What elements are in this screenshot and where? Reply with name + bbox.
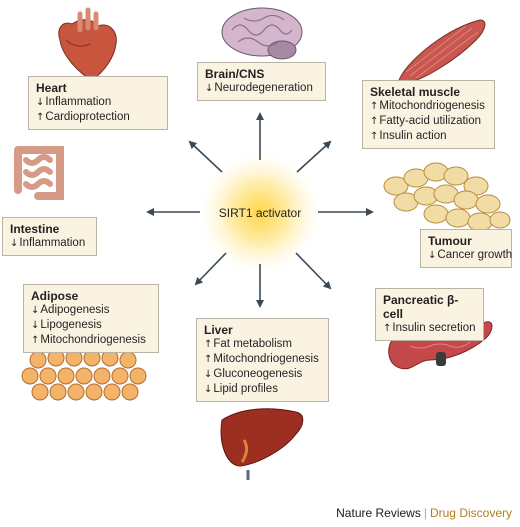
muscle-fibre-icon <box>398 19 486 85</box>
increase-arrow-icon: ↑ <box>370 116 379 127</box>
box-title: Pancreatic β-cell <box>383 293 459 321</box>
effect-line: ↑Mitochondriogenesis <box>370 99 488 114</box>
tumour-box: Tumour↓Cancer growth <box>420 229 512 268</box>
credit-separator: | <box>423 506 427 520</box>
effect-text: Lipid profiles <box>213 383 278 395</box>
effect-text: Inflammation <box>45 96 112 108</box>
liver-box: Liver↑Fat metabolism↑Mitochondriogenesis… <box>196 318 329 402</box>
increase-arrow-icon: ↑ <box>204 354 213 365</box>
effect-text: Fat metabolism <box>213 338 292 350</box>
effect-text: Mitochondriogenesis <box>213 353 319 365</box>
liver-icon <box>220 408 304 480</box>
increase-arrow-icon: ↑ <box>204 339 213 350</box>
brain-icon <box>221 7 303 60</box>
effect-line: ↑Mitochondriogenesis <box>204 352 322 367</box>
decrease-arrow-icon: ↓ <box>204 384 213 395</box>
heart-box: Heart↓Inflammation↑Cardioprotection <box>28 76 168 130</box>
fat-cells-icon <box>21 349 147 401</box>
increase-arrow-icon: ↑ <box>370 101 379 112</box>
effect-line: ↑Insulin action <box>370 129 488 144</box>
decrease-arrow-icon: ↓ <box>36 97 45 108</box>
credit-journal: Drug Discovery <box>429 506 512 520</box>
effect-text: Cancer growth <box>437 249 513 261</box>
box-title: Tumour <box>428 234 472 248</box>
center-glow <box>198 151 322 275</box>
box-title: Heart <box>36 81 67 95</box>
intestine-icon <box>14 146 64 200</box>
decrease-arrow-icon: ↓ <box>428 250 437 261</box>
effect-text: Insulin secretion <box>392 322 476 334</box>
effect-text: Lipogenesis <box>40 319 102 331</box>
arrow-to-heart <box>188 140 223 173</box>
decrease-arrow-icon: ↓ <box>204 369 213 380</box>
center-label: SIRT1 activator <box>218 206 302 220</box>
box-title: Skeletal muscle <box>370 85 461 99</box>
brain-box: Brain/CNS↓Neurodegeneration <box>197 62 326 101</box>
effect-line: ↑Insulin secretion <box>383 321 477 336</box>
decrease-arrow-icon: ↓ <box>10 238 19 249</box>
effect-line: ↑Cardioprotection <box>36 110 161 125</box>
effect-text: Gluconeogenesis <box>213 368 303 380</box>
journal-credit: Nature Reviews|Drug Discovery <box>336 506 512 520</box>
effect-line: ↓Inflammation <box>10 236 90 251</box>
effect-line: ↓Adipogenesis <box>31 303 152 318</box>
effect-line: ↓Lipid profiles <box>204 382 322 397</box>
box-title: Brain/CNS <box>205 67 265 81</box>
effect-line: ↑Mitochondriogenesis <box>31 333 152 348</box>
tumour-cells-icon <box>383 162 511 232</box>
effect-line: ↑Fat metabolism <box>204 337 322 352</box>
box-title: Liver <box>204 323 233 337</box>
effect-line: ↓Inflammation <box>36 95 161 110</box>
effect-text: Adipogenesis <box>40 304 110 316</box>
effect-line: ↓Neurodegeneration <box>205 81 319 96</box>
box-title: Adipose <box>31 289 79 303</box>
increase-arrow-icon: ↑ <box>370 131 379 142</box>
effect-text: Fatty-acid utilization <box>379 115 482 127</box>
increase-arrow-icon: ↑ <box>383 323 392 334</box>
pancreas-box: Pancreatic β-cell↑Insulin secretion <box>375 288 484 341</box>
arrow-to-pancreas <box>295 252 332 290</box>
adipose-box: Adipose↓Adipogenesis↓Lipogenesis↑Mitocho… <box>23 284 159 353</box>
arrow-to-adipose <box>194 252 227 286</box>
decrease-arrow-icon: ↓ <box>31 305 40 316</box>
increase-arrow-icon: ↑ <box>31 335 40 346</box>
increase-arrow-icon: ↑ <box>36 112 45 123</box>
heart-organ-icon <box>58 7 117 81</box>
effect-line: ↓Cancer growth <box>428 248 512 263</box>
effect-line: ↓Lipogenesis <box>31 318 152 333</box>
decrease-arrow-icon: ↓ <box>31 320 40 331</box>
effect-text: Cardioprotection <box>45 111 130 123</box>
box-title: Intestine <box>10 222 60 236</box>
arrow-to-muscle <box>296 140 332 173</box>
decrease-arrow-icon: ↓ <box>205 83 214 94</box>
effect-text: Inflammation <box>19 237 86 249</box>
effect-line: ↑Fatty-acid utilization <box>370 114 488 129</box>
credit-publisher: Nature Reviews <box>336 506 421 520</box>
effect-text: Mitochondriogenesis <box>40 334 146 346</box>
effect-text: Mitochondriogenesis <box>379 100 485 112</box>
effect-line: ↓Gluconeogenesis <box>204 367 322 382</box>
intestine-box: Intestine↓Inflammation <box>2 217 97 256</box>
skeletal-muscle-box: Skeletal muscle↑Mitochondriogenesis↑Fatt… <box>362 80 495 149</box>
effect-text: Insulin action <box>379 130 447 142</box>
effect-text: Neurodegeneration <box>214 82 313 94</box>
